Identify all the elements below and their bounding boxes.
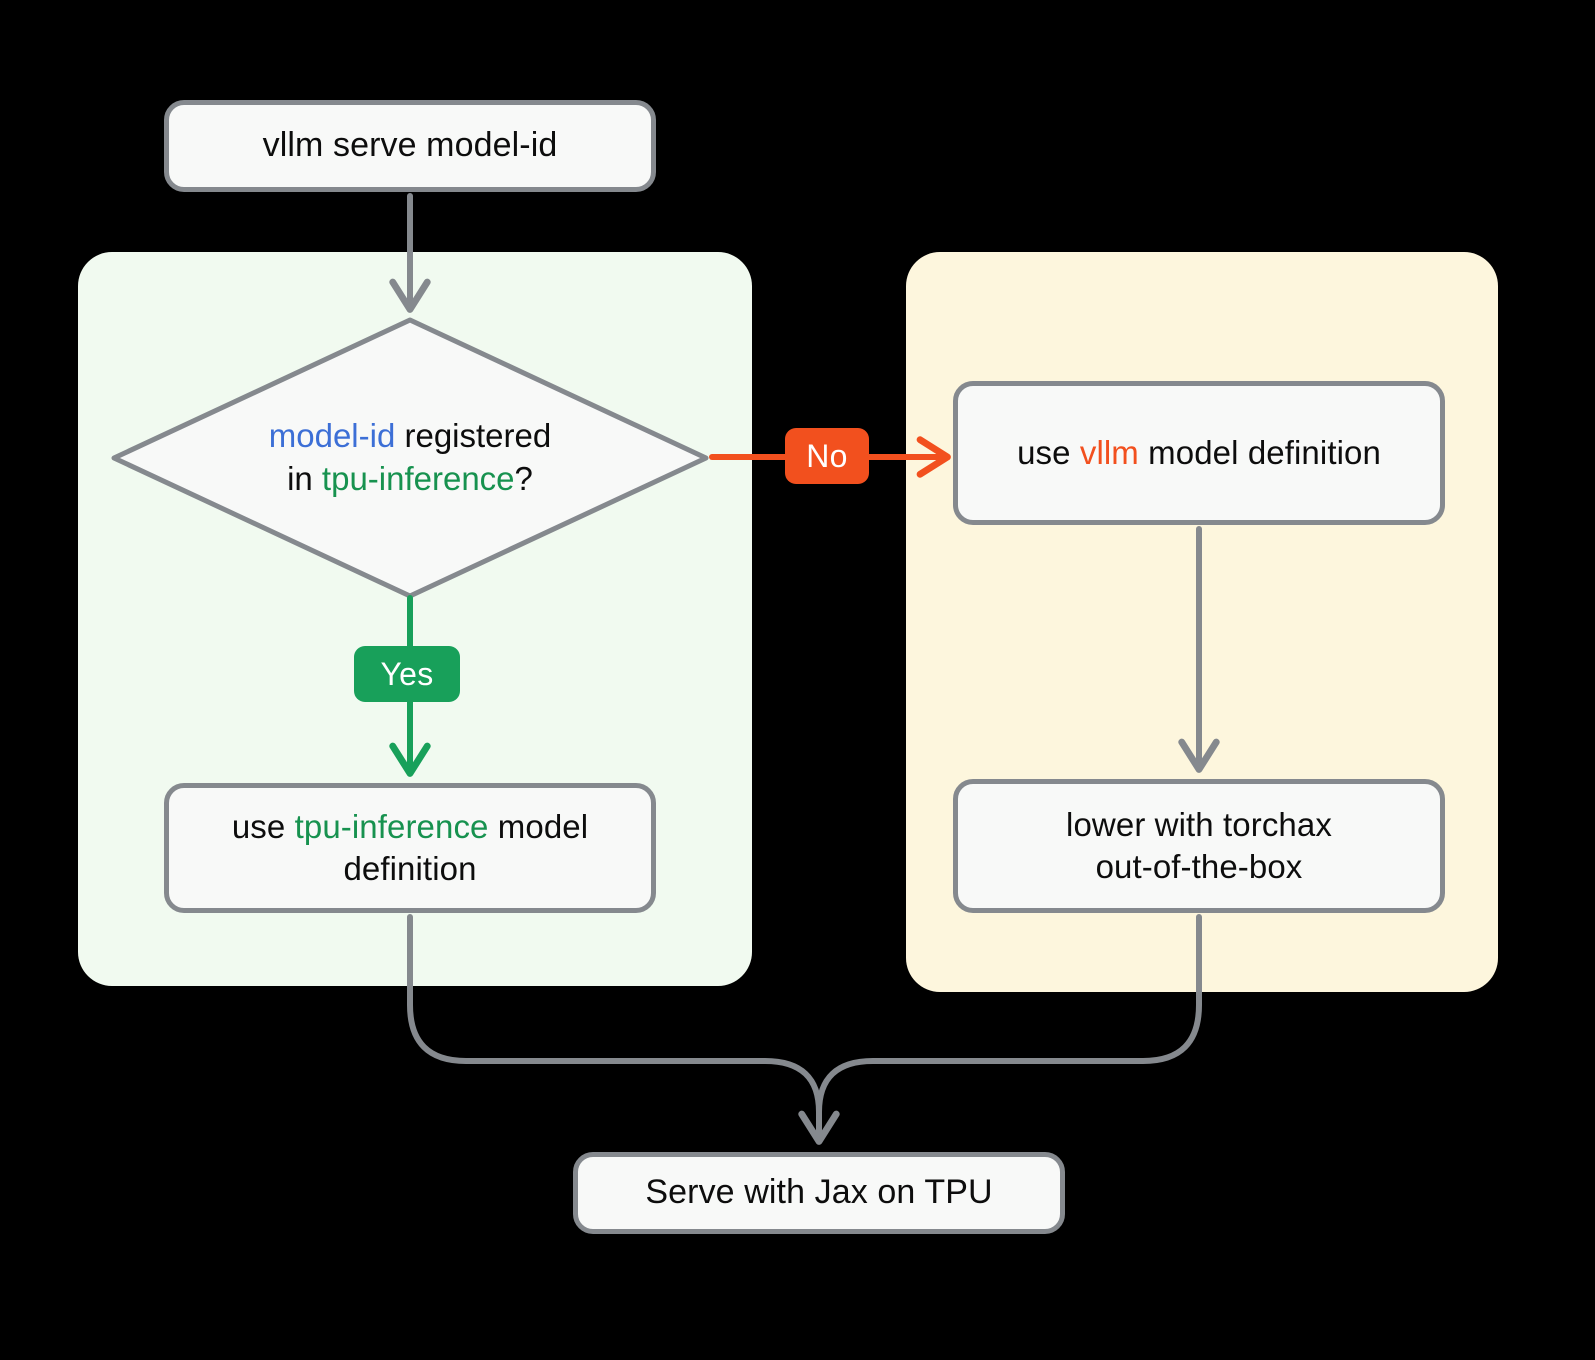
node-serve-label: Serve with Jax on TPU (645, 1173, 993, 1212)
torchax-line-1: lower with torchax (1066, 805, 1332, 843)
decision-text-qmark: ? (514, 460, 533, 497)
tpu-def-text-use: use (231, 807, 295, 845)
edge-label-yes-text: Yes (380, 655, 434, 692)
node-use-tpu-inference-model-definition[interactable]: use tpu-inference model definition (164, 783, 656, 913)
node-decision[interactable]: model-id registered in tpu-inference? (110, 318, 710, 598)
vllm-def-text-tail: model definition (1138, 433, 1381, 471)
decision-token-tpu-inference: tpu-inference (321, 460, 515, 497)
edge-label-yes: Yes (354, 646, 460, 702)
decision-token-model-id: model-id (268, 417, 396, 455)
decision-text-in: in (287, 460, 322, 497)
vllm-def-text-use: use (1017, 433, 1080, 471)
node-start-label: vllm serve model-id (262, 126, 558, 165)
vllm-def-token-vllm: vllm (1079, 433, 1139, 471)
torchax-line-2: out-of-the-box (1095, 848, 1303, 885)
edge-tpu-def-to-serve (407, 914, 840, 1145)
decision-label: model-id registered in tpu-inference? (110, 318, 710, 598)
node-start-command[interactable]: vllm serve model-id (164, 100, 656, 192)
edge-label-no-text: No (806, 437, 848, 474)
tpu-def-text-tail: model definition (343, 807, 589, 887)
tpu-def-token-tpu-inference: tpu-inference (294, 807, 489, 845)
edge-label-no: No (785, 428, 869, 484)
decision-text-registered: registered (395, 417, 552, 455)
edge-torchax-to-serve (816, 914, 1202, 1115)
node-serve-with-jax-on-tpu[interactable]: Serve with Jax on TPU (573, 1152, 1065, 1234)
node-use-vllm-model-definition[interactable]: use vllm model definition (953, 381, 1445, 525)
node-lower-with-torchax[interactable]: lower with torchax out-of-the-box (953, 779, 1445, 913)
